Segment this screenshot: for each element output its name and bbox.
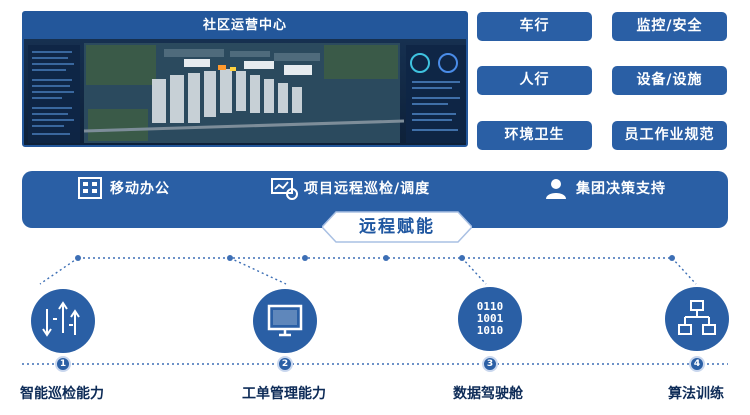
scenario-staff-work-standards[interactable]: 员工作业规范 xyxy=(612,121,727,150)
inspection-arrows-icon xyxy=(42,301,80,337)
dotted-connector-lines xyxy=(22,255,728,365)
step-number-3: 3 xyxy=(482,356,498,372)
binary-line: 1010 xyxy=(476,324,504,337)
bar-item-mobile-office[interactable]: 移动办公 xyxy=(76,171,170,205)
capability-label-work-order: 工单管理能力 xyxy=(242,386,326,402)
bar-item-group-decision[interactable]: 集团决策支持 xyxy=(542,171,666,205)
step-number-1: 1 xyxy=(55,356,71,372)
remote-services-bar: 移动办公 项目远程巡检/调度 集团决策支持 xyxy=(22,171,728,228)
scenario-pedestrian[interactable]: 人行 xyxy=(477,66,592,95)
capability-label-data-cockpit: 数据驾驶舱 xyxy=(453,386,523,402)
capability-label-algorithm: 算法训练 xyxy=(668,386,724,402)
bar-item-label: 移动办公 xyxy=(110,181,170,197)
banner-label: 远程赋能 xyxy=(359,217,435,237)
bar-item-label: 项目远程巡检/调度 xyxy=(304,181,431,197)
step-number-4: 4 xyxy=(689,356,705,372)
monitor-chart-icon xyxy=(271,178,298,200)
remote-empowerment-banner xyxy=(322,211,472,243)
office-building-icon xyxy=(78,177,102,199)
binary-line: 0110 xyxy=(476,300,504,313)
aerial-map-graphic xyxy=(28,43,466,143)
command-center-title: 社区运营中心 xyxy=(24,13,466,39)
scenario-monitoring-security[interactable]: 监控/安全 xyxy=(612,12,727,41)
scenario-vehicle[interactable]: 车行 xyxy=(477,12,592,41)
bar-item-label: 集团决策支持 xyxy=(576,181,666,197)
capability-icon-work-order xyxy=(253,289,317,353)
bar-item-remote-inspection[interactable]: 项目远程巡检/调度 xyxy=(270,171,430,205)
network-nodes-icon xyxy=(678,300,716,335)
monitor-icon xyxy=(267,304,303,337)
command-center-panel: 社区运营中心 xyxy=(22,11,468,147)
capability-icon-data-cockpit: 0110 1001 1010 xyxy=(458,287,522,351)
binary-line: 1001 xyxy=(476,312,504,325)
capability-label-inspection: 智能巡检能力 xyxy=(20,386,104,402)
scenario-environmental-sanitation[interactable]: 环境卫生 xyxy=(477,121,592,150)
user-icon xyxy=(546,179,566,199)
step-number-2: 2 xyxy=(277,356,293,372)
aerial-map-view xyxy=(24,39,466,145)
capability-icon-inspection xyxy=(31,289,95,353)
scenario-equipment-facility[interactable]: 设备/设施 xyxy=(612,66,727,95)
capability-icon-algorithm xyxy=(665,287,729,351)
binary-code-icon: 0110 1001 1010 xyxy=(458,301,522,337)
